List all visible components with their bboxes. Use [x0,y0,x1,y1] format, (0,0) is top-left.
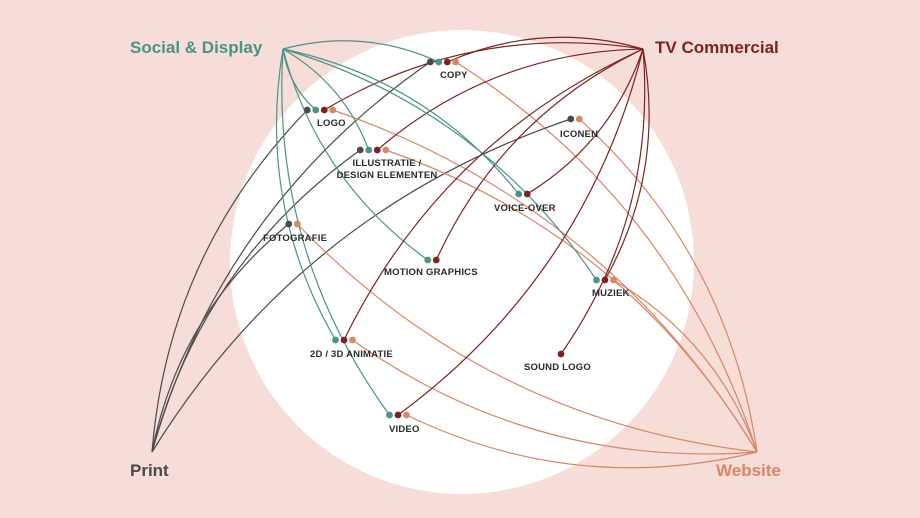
dot-illustratie-print [356,146,364,154]
node-illustratie-line1: ILLUSTRATIE / [352,158,422,169]
node-voiceover: VOICE-OVER [494,203,556,214]
connection-fotografie-print [151,223,290,453]
dot-voiceover-social [515,190,523,198]
connection-video-website [406,414,758,469]
dot-copy-tv [443,58,451,66]
node-motion-graphics: MOTION GRAPHICS [384,267,478,278]
connection-motion-tv [435,48,644,261]
node-animatie: 2D / 3D ANIMATIE [310,349,393,360]
dot-motion-tv [432,256,440,264]
dot-illustratie-website [382,146,390,154]
connection-logo-tv [323,42,644,111]
connection-video-social [281,48,390,416]
connection-copy-website [455,61,758,453]
connection-muziek-website [613,279,758,453]
dot-video-website [403,411,410,419]
node-video: VIDEO [389,424,420,435]
connection-voiceover-tv [526,48,644,195]
dot-logo-tv [320,106,328,114]
dot-motion-social [424,256,432,264]
hub-print: Print [130,461,169,480]
node-illustratie-line2: DESIGN ELEMENTEN [336,170,438,181]
dot-copy-print [426,58,434,66]
dot-logo-print [303,106,311,114]
dot-fotografie-print [285,220,293,228]
connection-iconen-website [578,118,758,453]
connection-muziek-social [282,48,597,281]
node-iconen: ICONEN [560,129,599,140]
connection-iconen-print [151,118,571,453]
connection-logo-print [151,109,308,453]
dot-logo-website [329,106,337,114]
node-muziek: MUZIEK [592,288,630,299]
dot-muziek-social [593,276,600,284]
connection-animatie-social [275,48,337,341]
dot-muziek-website [610,276,617,284]
connection-muziek-tv [604,48,650,281]
connection-soundlogo-tv [560,48,646,355]
connection-illustratie-social [282,48,370,151]
connection-video-tv [397,48,644,416]
connection-motion-social [282,48,429,261]
node-illustratie: ILLUSTRATIE / DESIGN ELEMENTEN [330,158,444,182]
dot-copy-website [452,58,460,66]
connection-illustratie-print [151,149,361,453]
dot-copy-social [435,58,443,66]
dot-iconen-print [567,115,575,123]
hub-website: Website [716,461,781,480]
node-copy: COPY [440,70,468,81]
dot-animatie-social [332,336,339,344]
connection-illustratie-website [385,149,758,453]
hub-social-display: Social & Display [130,38,263,57]
hub-tv-commercial: TV Commercial [655,38,779,57]
connection-copy-social [282,40,439,63]
dot-muziek-tv [601,276,609,284]
connection-fotografie-website [296,223,758,453]
dot-voiceover-tv [523,190,531,198]
dot-logo-social [312,106,320,114]
dot-animatie-website [349,336,356,344]
node-logo: LOGO [317,118,346,129]
dot-iconen-website [575,115,583,123]
dot-illustratie-tv [373,146,381,154]
connection-dots [285,58,617,419]
node-sound-logo: SOUND LOGO [524,362,591,373]
dot-fotografie-website [293,220,301,228]
background-circle [230,30,694,494]
connection-lines [151,36,758,469]
connection-animatie-tv [343,48,644,341]
node-fotografie: FOTOGRAFIE [263,233,328,244]
dot-soundlogo-tv [557,350,565,358]
connection-animatie-website [352,339,758,455]
dot-illustratie-social [365,146,373,154]
connection-illustratie-tv [376,48,644,151]
dot-video-tv [394,411,402,419]
dot-video-social [386,411,393,419]
dot-animatie-tv [340,336,348,344]
